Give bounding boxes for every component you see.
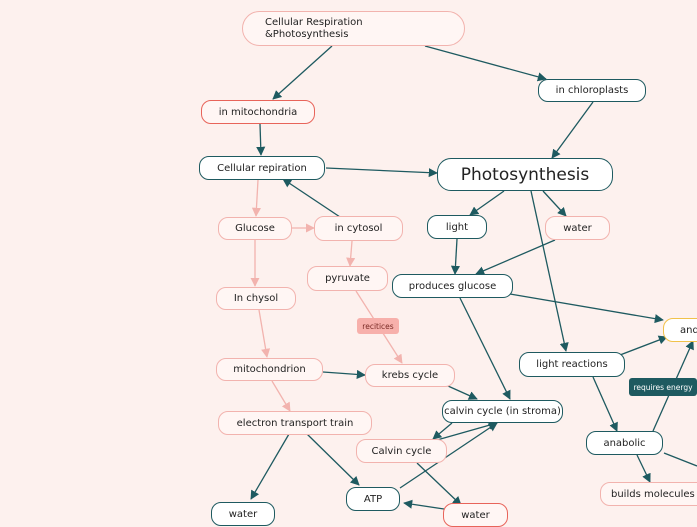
node-in-cytosol[interactable]: in cytosol bbox=[314, 216, 403, 241]
edge-anabolic-offright bbox=[663, 452, 697, 467]
title-line-1: Cellular Respiration bbox=[265, 16, 363, 28]
node-pyruvate[interactable]: pyruvate bbox=[307, 266, 388, 291]
edge-calvincycle-water bbox=[416, 462, 462, 506]
edge-mitochondrion-etc bbox=[271, 380, 291, 412]
node-produces-glucose[interactable]: produces glucose bbox=[392, 274, 513, 298]
label-recitices: recitices bbox=[357, 318, 399, 334]
node-glucose[interactable]: Glucose bbox=[218, 217, 292, 240]
edge-photosynthesis-lightreactions bbox=[530, 190, 569, 352]
edge-title-mitochondria bbox=[272, 45, 333, 100]
node-builds-molecules[interactable]: builds molecules bbox=[600, 482, 697, 506]
edge-cytosol-pyruvate bbox=[346, 240, 356, 267]
edge-mitochondria-cellular bbox=[256, 123, 266, 156]
node-krebs-cycle[interactable]: krebs cycle bbox=[365, 364, 455, 387]
edge-cytosol-cellular bbox=[282, 178, 341, 218]
node-electron-transport-train[interactable]: electron transport train bbox=[218, 411, 372, 435]
edge-atp-stroma bbox=[399, 422, 498, 489]
edge-lightreactions-anabolic bbox=[592, 376, 618, 432]
edge-water-producesglucose bbox=[475, 239, 556, 275]
edge-producesglucose-and bbox=[509, 293, 664, 324]
node-and[interactable]: and bbox=[663, 318, 697, 342]
node-photosynthesis[interactable]: Photosynthesis bbox=[437, 158, 613, 191]
node-in-chloroplasts[interactable]: in chloroplasts bbox=[538, 79, 646, 102]
edge-photosynthesis-water bbox=[542, 190, 567, 217]
edge-mitochondrion-krebs bbox=[322, 369, 366, 379]
node-water-top[interactable]: water bbox=[545, 216, 610, 240]
edge-water-atp bbox=[403, 499, 445, 510]
node-calvin-cycle[interactable]: Calvin cycle bbox=[356, 439, 447, 463]
label-requires-energy: requires energy bbox=[629, 378, 697, 396]
node-light[interactable]: light bbox=[427, 215, 487, 239]
edge-chloroplasts-photosynthesis bbox=[551, 101, 594, 159]
edge-lightreactions-and bbox=[619, 335, 668, 356]
edge-producesglucose-calvin bbox=[459, 297, 511, 400]
node-water-bottom[interactable]: water bbox=[443, 503, 508, 527]
edge-photosynthesis-light bbox=[469, 190, 505, 216]
edge-cellular-glucose bbox=[251, 179, 261, 217]
edge-anabolic-builds bbox=[636, 454, 651, 483]
edge-etc-atp bbox=[306, 433, 360, 486]
node-calvin-cycle-stroma[interactable]: calvin cycle (in stroma) bbox=[442, 400, 563, 423]
edge-chysol-mitochondrion bbox=[258, 309, 271, 358]
title-node[interactable]: Cellular Respiration &Photosynthesis bbox=[242, 11, 465, 46]
title-line-2: &Photosynthesis bbox=[265, 28, 349, 40]
edge-title-chloroplasts bbox=[424, 45, 547, 82]
edge-etc-water bbox=[250, 433, 290, 500]
edge-light-producesglucose bbox=[450, 238, 461, 275]
node-anabolic[interactable]: anabolic bbox=[586, 431, 663, 455]
edge-calvinstroma-calvincycle bbox=[432, 422, 453, 440]
edge-cellular-photosynthesis bbox=[325, 167, 438, 178]
node-mitochondrion[interactable]: mitochondrion bbox=[216, 358, 323, 381]
title-text: Cellular Respiration &Photosynthesis bbox=[265, 17, 363, 41]
node-in-mitochondria[interactable]: in mitochondria bbox=[201, 100, 315, 124]
node-light-reactions[interactable]: light reactions bbox=[519, 352, 625, 377]
node-in-chysol[interactable]: In chysol bbox=[216, 287, 296, 310]
edge-krebs-calvin bbox=[447, 385, 478, 400]
node-atp[interactable]: ATP bbox=[346, 487, 400, 511]
node-water-left[interactable]: water bbox=[211, 502, 275, 526]
node-cellular-repiration[interactable]: Cellular repiration bbox=[199, 156, 325, 180]
edge-calvincycle-stroma bbox=[436, 420, 498, 441]
